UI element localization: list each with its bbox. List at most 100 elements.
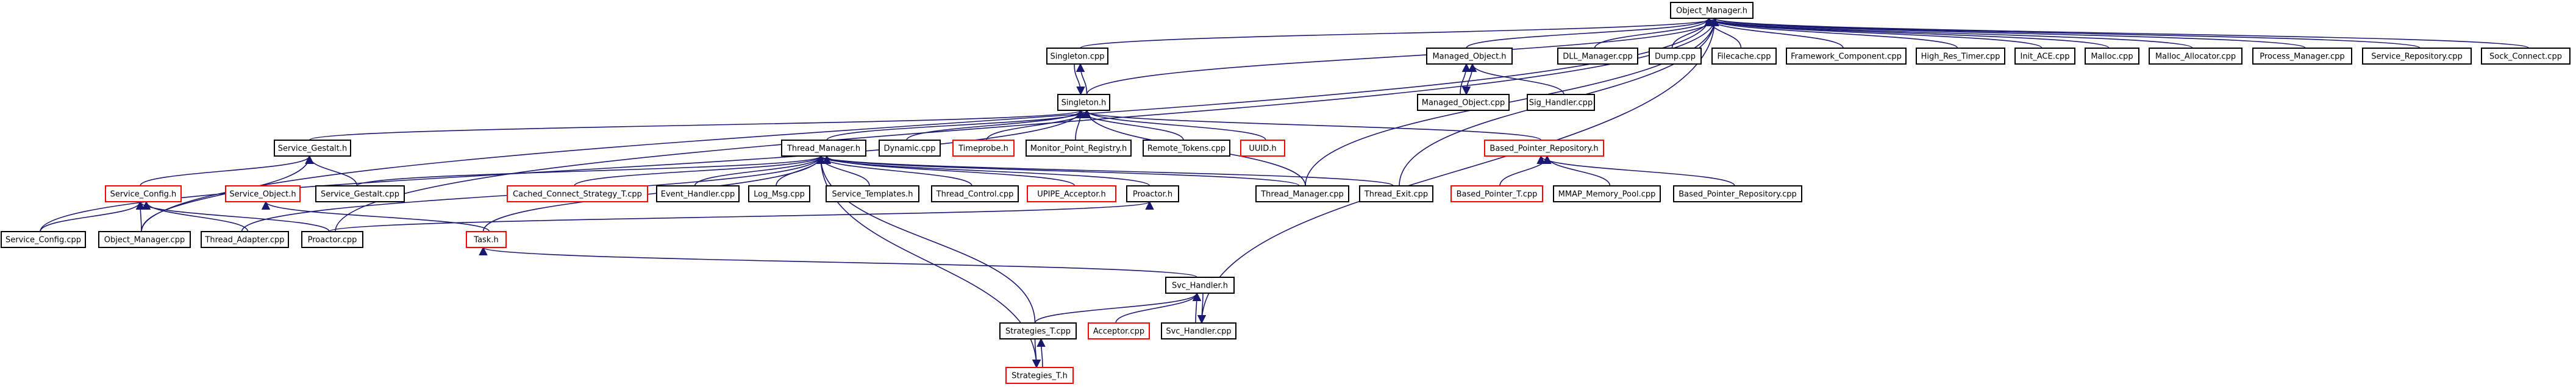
node-service-config-cpp[interactable]: Service_Config.cpp xyxy=(1,231,86,248)
node-box[interactable] xyxy=(1027,185,1116,202)
node-cached-connect-strategy-t-cpp[interactable]: Cached_Connect_Strategy_T.cpp xyxy=(507,185,648,202)
node-box[interactable] xyxy=(1450,185,1543,202)
node-box[interactable] xyxy=(1553,185,1661,202)
node-dynamic-cpp[interactable]: Dynamic.cpp xyxy=(879,140,941,157)
node-svc-handler-cpp[interactable]: Svc_Handler.cpp xyxy=(1161,322,1236,339)
node-monitor-point-registry-h[interactable]: Monitor_Point_Registry.h xyxy=(1026,140,1132,157)
node-timeprobe-h[interactable]: Timeprobe.h xyxy=(952,140,1015,157)
node-box[interactable] xyxy=(1426,48,1513,65)
node-box[interactable] xyxy=(1161,322,1236,339)
node-based-pointer-t-cpp[interactable]: Based_Pointer_T.cpp xyxy=(1450,185,1543,202)
node-malloc-allocator-cpp[interactable]: Malloc_Allocator.cpp xyxy=(2149,48,2242,65)
node-box[interactable] xyxy=(1527,94,1595,111)
node-sock-connect-cpp[interactable]: Sock_Connect.cpp xyxy=(2481,48,2571,65)
node-box[interactable] xyxy=(466,231,507,248)
node-box[interactable] xyxy=(2014,48,2075,65)
node-filecache-cpp[interactable]: Filecache.cpp xyxy=(1711,48,1777,65)
node-service-repository-cpp[interactable]: Service_Repository.cpp xyxy=(2362,48,2472,65)
node-box[interactable] xyxy=(105,185,182,202)
node-svc-handler-h[interactable]: Svc_Handler.h xyxy=(1165,277,1235,294)
node-box[interactable] xyxy=(301,231,363,248)
node-box[interactable] xyxy=(1255,185,1349,202)
node-box[interactable] xyxy=(1240,140,1285,157)
node-box[interactable] xyxy=(1786,48,1907,65)
node-based-pointer-repository-cpp[interactable]: Based_Pointer_Repository.cpp xyxy=(1673,185,1802,202)
node-box[interactable] xyxy=(2362,48,2472,65)
node-box[interactable] xyxy=(2252,48,2352,65)
node-managed-object-h[interactable]: Managed_Object.h xyxy=(1426,48,1513,65)
node-sig-handler-cpp[interactable]: Sig_Handler.cpp xyxy=(1527,94,1595,111)
node-thread-exit-cpp[interactable]: Thread_Exit.cpp xyxy=(1359,185,1433,202)
node-dump-cpp[interactable]: Dump.cpp xyxy=(1649,48,1702,65)
node-malloc-cpp[interactable]: Malloc.cpp xyxy=(2085,48,2139,65)
node-event-handler-cpp[interactable]: Event_Handler.cpp xyxy=(656,185,740,202)
node-box[interactable] xyxy=(1165,277,1235,294)
node-thread-control-cpp[interactable]: Thread_Control.cpp xyxy=(931,185,1019,202)
node-thread-manager-cpp[interactable]: Thread_Manager.cpp xyxy=(1255,185,1349,202)
node-box[interactable] xyxy=(98,231,191,248)
node-log-msg-cpp[interactable]: Log_Msg.cpp xyxy=(748,185,810,202)
node-process-manager-cpp[interactable]: Process_Manager.cpp xyxy=(2252,48,2352,65)
node-box[interactable] xyxy=(781,140,866,157)
node-acceptor-cpp[interactable]: Acceptor.cpp xyxy=(1088,322,1150,339)
node-singleton-h[interactable]: Singleton.h xyxy=(1057,94,1110,111)
node-box[interactable] xyxy=(656,185,740,202)
node-box[interactable] xyxy=(1557,48,1638,65)
node-box[interactable] xyxy=(826,185,919,202)
node-based-pointer-repository-h[interactable]: Based_Pointer_Repository.h xyxy=(1484,140,1604,157)
node-box[interactable] xyxy=(1143,140,1230,157)
node-box[interactable] xyxy=(1026,140,1132,157)
node-box[interactable] xyxy=(1,231,86,248)
node-box[interactable] xyxy=(1088,322,1150,339)
node-task-h[interactable]: Task.h xyxy=(466,231,507,248)
node-box[interactable] xyxy=(1673,185,1802,202)
node-box[interactable] xyxy=(999,322,1077,339)
node-box[interactable] xyxy=(1359,185,1433,202)
node-box[interactable] xyxy=(879,140,941,157)
node-box[interactable] xyxy=(1057,94,1110,111)
node-box[interactable] xyxy=(274,140,351,157)
node-box[interactable] xyxy=(1417,94,1510,111)
node-upipe-acceptor-h[interactable]: UPIPE_Acceptor.h xyxy=(1027,185,1116,202)
node-strategies-t-h[interactable]: Strategies_T.h xyxy=(1005,367,1074,384)
node-mmap-memory-pool-cpp[interactable]: MMAP_Memory_Pool.cpp xyxy=(1553,185,1661,202)
node-framework-component-cpp[interactable]: Framework_Component.cpp xyxy=(1786,48,1907,65)
node-strategies-t-cpp[interactable]: Strategies_T.cpp xyxy=(999,322,1077,339)
node-remote-tokens-cpp[interactable]: Remote_Tokens.cpp xyxy=(1143,140,1230,157)
node-box[interactable] xyxy=(2481,48,2571,65)
node-box[interactable] xyxy=(201,231,289,248)
node-box[interactable] xyxy=(1670,2,1754,19)
node-thread-adapter-cpp[interactable]: Thread_Adapter.cpp xyxy=(201,231,289,248)
node-box[interactable] xyxy=(1005,367,1074,384)
node-service-templates-h[interactable]: Service_Templates.h xyxy=(826,185,919,202)
node-dll-manager-cpp[interactable]: DLL_Manager.cpp xyxy=(1557,48,1638,65)
node-box[interactable] xyxy=(1484,140,1604,157)
node-box[interactable] xyxy=(1649,48,1702,65)
node-object-manager-h[interactable]: Object_Manager.h xyxy=(1670,2,1754,19)
node-proactor-h[interactable]: Proactor.h xyxy=(1126,185,1179,202)
node-box[interactable] xyxy=(931,185,1019,202)
node-service-object-h[interactable]: Service_Object.h xyxy=(225,185,301,202)
node-service-gestalt-cpp[interactable]: Service_Gestalt.cpp xyxy=(315,185,405,202)
node-service-gestalt-h[interactable]: Service_Gestalt.h xyxy=(274,140,351,157)
node-box[interactable] xyxy=(2149,48,2242,65)
node-box[interactable] xyxy=(1916,48,2005,65)
node-box[interactable] xyxy=(507,185,648,202)
node-managed-object-cpp[interactable]: Managed_Object.cpp xyxy=(1417,94,1510,111)
node-box[interactable] xyxy=(748,185,810,202)
node-box[interactable] xyxy=(1046,48,1108,65)
node-high-res-timer-cpp[interactable]: High_Res_Timer.cpp xyxy=(1916,48,2005,65)
node-box[interactable] xyxy=(952,140,1015,157)
node-box[interactable] xyxy=(1126,185,1179,202)
node-object-manager-cpp[interactable]: Object_Manager.cpp xyxy=(98,231,191,248)
node-thread-manager-h[interactable]: Thread_Manager.h xyxy=(781,140,866,157)
node-service-config-h[interactable]: Service_Config.h xyxy=(105,185,182,202)
node-init-ace-cpp[interactable]: Init_ACE.cpp xyxy=(2014,48,2075,65)
node-box[interactable] xyxy=(1711,48,1777,65)
node-box[interactable] xyxy=(2085,48,2139,65)
node-uuid-h[interactable]: UUID.h xyxy=(1240,140,1285,157)
node-box[interactable] xyxy=(225,185,301,202)
node-proactor-cpp[interactable]: Proactor.cpp xyxy=(301,231,363,248)
node-box[interactable] xyxy=(315,185,405,202)
node-singleton-cpp[interactable]: Singleton.cpp xyxy=(1046,48,1108,65)
